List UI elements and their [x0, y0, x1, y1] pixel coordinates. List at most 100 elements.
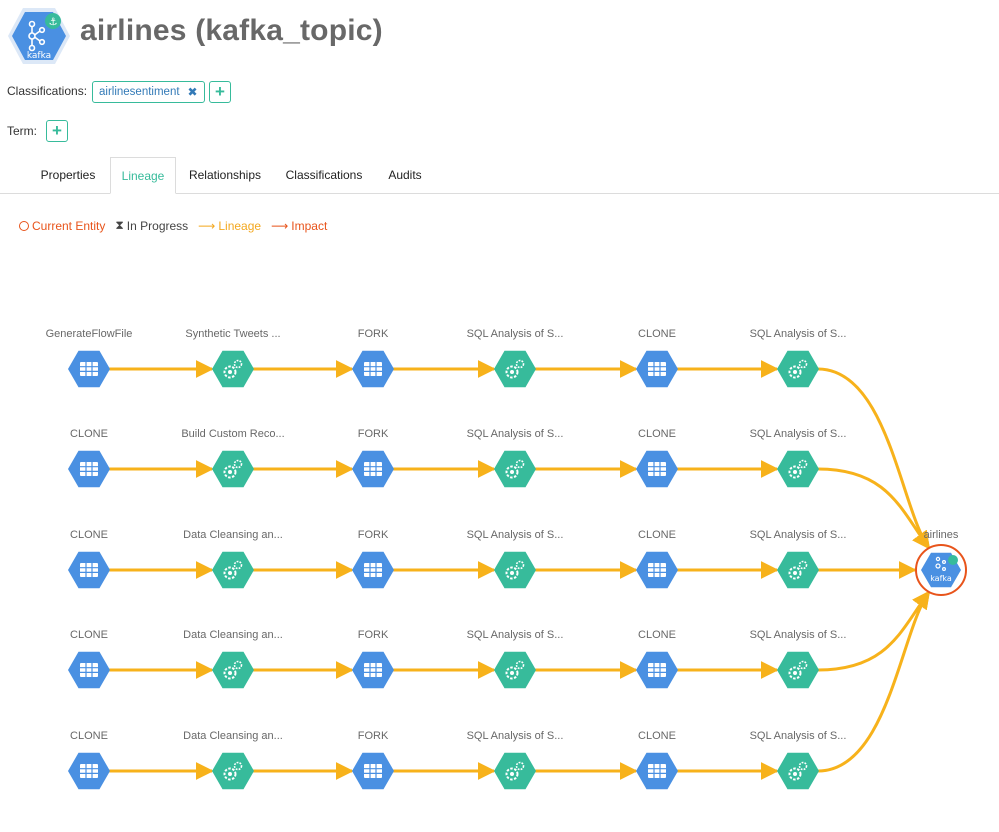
dataset-node[interactable]: CLONE — [68, 629, 110, 689]
node-label: SQL Analysis of S... — [467, 629, 564, 641]
node-label: CLONE — [638, 629, 676, 641]
dataset-node[interactable]: CLONE — [636, 328, 678, 388]
node-label: SQL Analysis of S... — [750, 428, 847, 440]
process-node[interactable]: Data Cleansing an... — [183, 529, 283, 589]
node-label: CLONE — [638, 328, 676, 340]
node-label: CLONE — [638, 730, 676, 742]
process-node[interactable]: SQL Analysis of S... — [750, 428, 847, 488]
table-icon — [80, 764, 98, 778]
classification-tag[interactable]: airlinesentiment ✖ — [92, 81, 205, 103]
dataset-node[interactable]: FORK — [352, 629, 394, 689]
node-label: SQL Analysis of S... — [750, 529, 847, 541]
node-label: SQL Analysis of S... — [750, 328, 847, 340]
legend-impact: ⟶Impact — [271, 218, 328, 233]
gear-icon — [505, 761, 525, 781]
dataset-node[interactable]: FORK — [352, 428, 394, 488]
process-node[interactable]: SQL Analysis of S... — [467, 730, 564, 790]
arrow-right-icon: ⟶ — [198, 218, 216, 233]
process-node[interactable]: Build Custom Reco... — [181, 428, 285, 488]
svg-text:⚓: ⚓ — [49, 17, 58, 28]
dataset-node[interactable]: CLONE — [68, 730, 110, 790]
node-label: FORK — [358, 328, 389, 340]
legend-current-entity: Current Entity — [19, 219, 105, 233]
gear-icon — [788, 761, 808, 781]
node-label: Data Cleansing an... — [183, 529, 283, 541]
dataset-node[interactable]: CLONE — [636, 730, 678, 790]
table-icon — [80, 563, 98, 577]
process-node[interactable]: SQL Analysis of S... — [750, 328, 847, 388]
tab-audits[interactable]: Audits — [388, 168, 422, 182]
gear-icon — [788, 459, 808, 479]
classification-tag-label: airlinesentiment — [99, 86, 180, 98]
node-label: CLONE — [70, 730, 108, 742]
node-label: FORK — [358, 730, 389, 742]
node-label: SQL Analysis of S... — [467, 529, 564, 541]
process-node[interactable]: SQL Analysis of S... — [750, 529, 847, 589]
node-label: FORK — [358, 529, 389, 541]
tab-properties[interactable]: Properties — [40, 168, 96, 182]
node-label: SQL Analysis of S... — [467, 428, 564, 440]
add-term-button[interactable]: + — [46, 120, 68, 142]
current-entity-node[interactable]: airlines kafka — [915, 529, 967, 596]
lineage-graph[interactable]: GenerateFlowFile Synthetic Tweets ... FORK… — [0, 300, 999, 820]
dataset-node[interactable]: GenerateFlowFile — [46, 328, 133, 388]
node-label: Synthetic Tweets ... — [185, 328, 280, 340]
node-label: airlines — [924, 529, 959, 541]
kafka-label: kafka — [930, 574, 952, 583]
table-icon — [364, 663, 382, 677]
dataset-node[interactable]: FORK — [352, 328, 394, 388]
dataset-node[interactable]: CLONE — [68, 428, 110, 488]
process-node[interactable]: SQL Analysis of S... — [750, 730, 847, 790]
node-label: CLONE — [638, 529, 676, 541]
page-title: airlines (kafka_topic) — [80, 14, 383, 47]
dataset-node[interactable]: FORK — [352, 730, 394, 790]
kafka-icon — [935, 556, 946, 572]
table-icon — [80, 663, 98, 677]
gear-icon — [223, 560, 243, 580]
lineage-edge — [817, 590, 931, 773]
process-node[interactable]: Data Cleansing an... — [183, 730, 283, 790]
process-node[interactable]: SQL Analysis of S... — [467, 428, 564, 488]
gear-icon — [223, 660, 243, 680]
gear-icon — [788, 359, 808, 379]
process-node[interactable]: SQL Analysis of S... — [467, 529, 564, 589]
remove-tag-icon[interactable]: ✖ — [187, 85, 198, 99]
node-label: CLONE — [638, 428, 676, 440]
lineage-edge — [817, 367, 931, 550]
table-icon — [648, 362, 666, 376]
table-icon — [80, 362, 98, 376]
process-node[interactable]: Data Cleansing an... — [183, 629, 283, 689]
table-icon — [648, 764, 666, 778]
gear-icon — [223, 359, 243, 379]
kafka-icon: ⚓ kafka — [8, 8, 70, 64]
process-node[interactable]: SQL Analysis of S... — [467, 328, 564, 388]
dataset-node[interactable]: CLONE — [636, 529, 678, 589]
node-label: Data Cleansing an... — [183, 629, 283, 641]
ring-icon — [19, 220, 29, 231]
dataset-node[interactable]: CLONE — [68, 529, 110, 589]
table-icon — [648, 663, 666, 677]
node-label: Build Custom Reco... — [181, 428, 284, 440]
table-icon — [364, 764, 382, 778]
process-node[interactable]: SQL Analysis of S... — [467, 629, 564, 689]
node-label: FORK — [358, 629, 389, 641]
legend-in-progress: ⧗In Progress — [115, 218, 189, 233]
add-classification-button[interactable]: + — [209, 81, 231, 103]
dataset-node[interactable]: CLONE — [636, 629, 678, 689]
table-icon — [80, 462, 98, 476]
gear-icon — [223, 459, 243, 479]
table-icon — [648, 563, 666, 577]
tab-lineage[interactable]: Lineage — [110, 157, 176, 194]
node-label: SQL Analysis of S... — [467, 730, 564, 742]
process-node[interactable]: Synthetic Tweets ... — [185, 328, 281, 388]
dataset-node[interactable]: CLONE — [636, 428, 678, 488]
process-node[interactable]: SQL Analysis of S... — [750, 629, 847, 689]
tab-relationships[interactable]: Relationships — [188, 168, 262, 182]
tab-classifications[interactable]: Classifications — [285, 168, 363, 182]
table-icon — [364, 462, 382, 476]
dataset-node[interactable]: FORK — [352, 529, 394, 589]
node-label: CLONE — [70, 629, 108, 641]
entity-header: ⚓ kafka airlines (kafka_topic) — [0, 0, 999, 70]
arrow-right-icon: ⟶ — [271, 218, 289, 233]
classifications-label: Classifications: — [7, 84, 88, 98]
